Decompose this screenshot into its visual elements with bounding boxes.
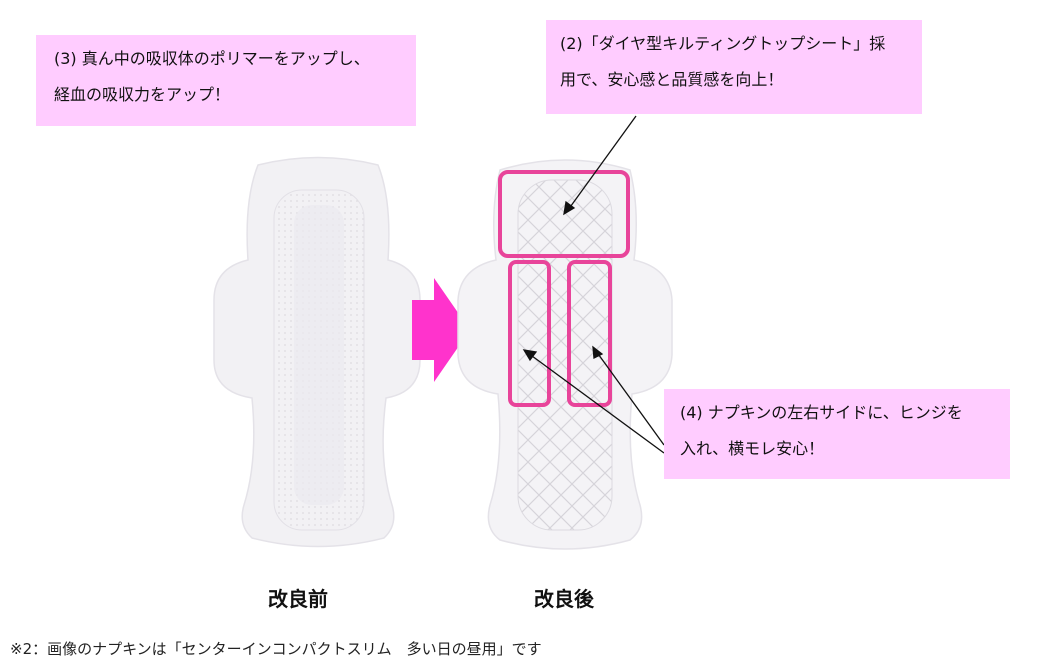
callout-diamond-top-sheet: (2)「ダイヤ型キルティングトップシート」採 用で、安心感と品質感を向上！ [546, 20, 922, 114]
pointer-arrow-top [567, 115, 637, 211]
pointer-arrow-right [595, 350, 665, 446]
callout-line: 経血の吸収力をアップ！ [54, 85, 231, 104]
footnote: ※2：画像のナプキンは「センターインコンパクトスリム 多い日の昼用」です [10, 640, 542, 658]
pointer-arrow-left [527, 352, 665, 454]
callout-line: (2)「ダイヤ型キルティングトップシート」採 [560, 34, 886, 53]
callout-polymer-absorbency: (3) 真ん中の吸収体のポリマーをアップし、 経血の吸収力をアップ！ [36, 35, 416, 126]
pad-before [213, 156, 421, 548]
pad-after [457, 159, 673, 550]
caption-after: 改良後 [534, 587, 594, 611]
callout-line: 用で、安心感と品質感を向上！ [560, 70, 784, 89]
caption-before: 改良前 [268, 587, 328, 611]
highlight-left-hinge [508, 260, 551, 407]
right-arrow-icon [412, 278, 470, 382]
callout-line: (4) ナプキンの左右サイドに、ヒンジを [680, 403, 963, 422]
highlight-top-sheet [498, 170, 630, 258]
highlight-right-hinge [567, 260, 612, 407]
callout-line: 入れ、横モレ安心！ [680, 439, 825, 458]
callout-line: (3) 真ん中の吸収体のポリマーをアップし、 [54, 49, 370, 68]
callout-side-hinges: (4) ナプキンの左右サイドに、ヒンジを 入れ、横モレ安心！ [664, 389, 1010, 479]
